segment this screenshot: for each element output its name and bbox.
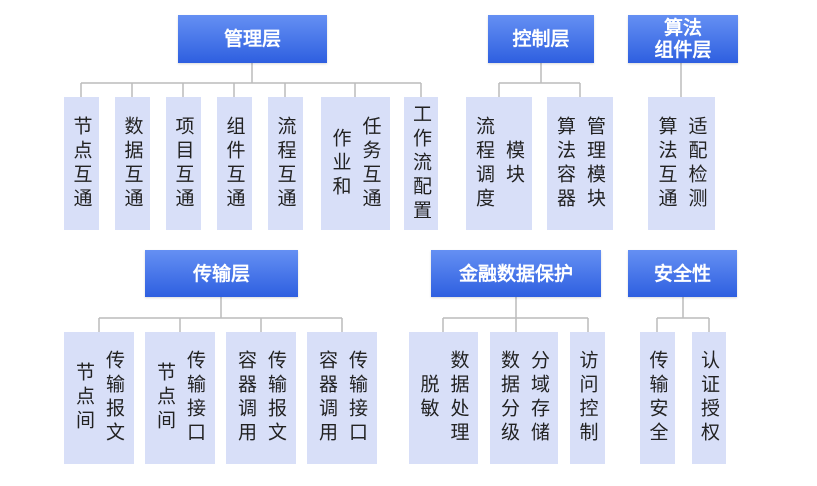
node-label: 作业和 <box>329 127 352 200</box>
node-label: 传输接口 <box>184 350 206 446</box>
security-header: 安全性 <box>628 250 737 297</box>
node-label: 访问控制 <box>576 350 599 446</box>
node-desensitization: 脱敏数据处理 <box>409 332 478 464</box>
node-label: 适配检测 <box>685 115 708 212</box>
node-transport-security: 传输安全 <box>640 332 675 464</box>
node-label: 传输安全 <box>646 350 669 446</box>
management-layer-header: 管理层 <box>178 15 327 63</box>
node-label: 传输接口 <box>346 350 368 446</box>
node-container-management: 算法容器管理模块 <box>547 97 613 230</box>
node-label: 模块 <box>503 139 525 188</box>
node-label: 工作流配置 <box>410 103 432 224</box>
node-label: 认证授权 <box>698 350 720 446</box>
node-label: 算法互通 <box>655 115 678 212</box>
node-label: 脱敏 <box>417 374 440 422</box>
node-label: 算法容器 <box>554 115 576 212</box>
node-label: 传输报文 <box>265 350 287 446</box>
node-project-interop: 项目互通 <box>166 97 201 230</box>
algorithm-layer-header: 算法组件层 <box>628 15 738 63</box>
header-label: 算法 <box>663 17 702 39</box>
node-algorithm-adapt: 算法互通适配检测 <box>648 97 715 230</box>
transport-layer-header: 传输层 <box>145 250 298 297</box>
node-label: 流程调度 <box>473 115 495 212</box>
header-label: 控制层 <box>512 28 570 50</box>
node-classified-storage: 数据分级分域存储 <box>490 332 558 464</box>
node-job-task-interop: 作业和任务互通 <box>321 97 390 230</box>
node-process-scheduling: 流程调度模块 <box>466 97 532 230</box>
node-label: 容器调用 <box>316 350 338 446</box>
finance-protection-header: 金融数据保护 <box>431 250 601 297</box>
header-label: 组件层 <box>654 39 712 61</box>
header-label: 传输层 <box>192 262 250 285</box>
node-label: 容器调用 <box>235 350 257 446</box>
header-label: 管理层 <box>223 28 281 50</box>
node-label: 管理模块 <box>584 115 606 212</box>
node-access-control: 访问控制 <box>570 332 605 464</box>
node-label: 分域存储 <box>528 350 550 446</box>
header-label: 金融数据保护 <box>458 262 573 285</box>
node-container-interface: 容器调用传输接口 <box>307 332 377 464</box>
node-label: 任务互通 <box>359 115 382 212</box>
node-authentication: 认证授权 <box>692 332 726 464</box>
node-container-message: 容器调用传输报文 <box>226 332 296 464</box>
node-inter-node-interface: 节点间传输接口 <box>145 332 215 464</box>
node-component-interop: 组件互通 <box>217 97 252 230</box>
node-label: 项目互通 <box>172 115 195 212</box>
header-label: 安全性 <box>653 262 711 285</box>
node-label: 数据处理 <box>447 350 470 446</box>
node-process-interop: 流程互通 <box>268 97 303 230</box>
node-inter-node-message: 节点间传输报文 <box>64 332 134 464</box>
node-label: 传输报文 <box>103 350 125 446</box>
node-label: 流程互通 <box>274 115 297 212</box>
node-label: 组件互通 <box>223 115 246 212</box>
node-label: 数据互通 <box>121 115 144 212</box>
node-label: 节点间 <box>73 362 95 434</box>
node-data-interop: 数据互通 <box>115 97 150 230</box>
control-layer-header: 控制层 <box>488 15 594 63</box>
node-workflow-config: 工作流配置 <box>404 97 438 230</box>
node-node-interop: 节点互通 <box>64 97 99 230</box>
node-label: 数据分级 <box>498 350 520 446</box>
node-label: 节点互通 <box>70 115 93 212</box>
node-label: 节点间 <box>154 362 176 434</box>
